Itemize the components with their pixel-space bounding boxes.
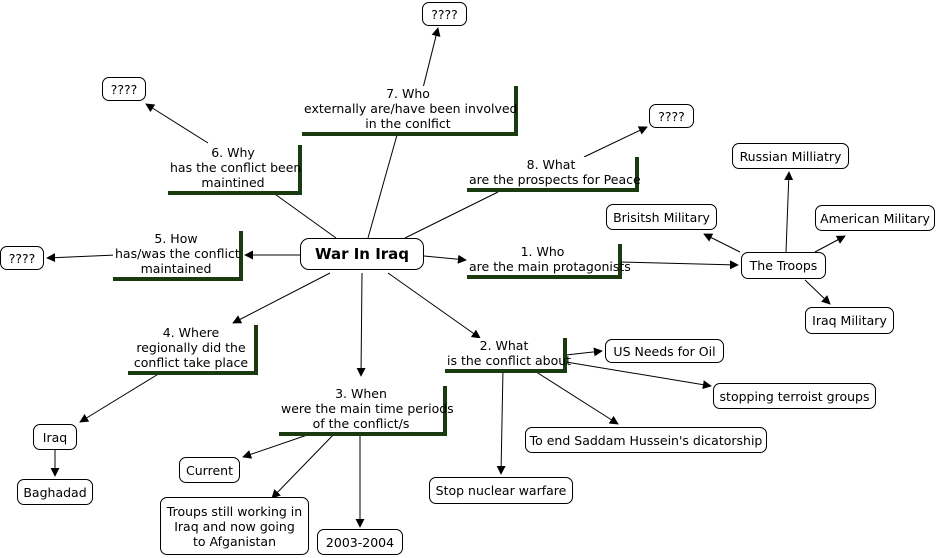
link-troops-iraqmil [804,279,831,305]
q6-line-1: 6. Why [211,145,255,160]
q2-line-2: is the conflict about [447,353,572,368]
troops-working-line-2: Iraq and now going [174,518,295,534]
stopping-terrorist-node[interactable]: stopping terroist groups [713,383,876,409]
iraq-military-node[interactable]: Iraq Military [805,307,894,334]
q2-line-1: 2. What [479,338,529,353]
q7-line-3: in the conlfict [365,116,451,131]
link-q2-oil [565,347,603,357]
question-2-node[interactable]: 2. What is the conflict about [445,338,572,373]
q1-line-1: 1. Who [520,244,565,259]
link-root-q6 [271,191,337,239]
q3-line-2: were the main time periods [281,401,454,416]
troops-working-line-3: to Afganistan [192,533,276,549]
link-q8-answer [583,126,648,158]
q4-line-2: regionally did the [136,340,246,355]
link-root-q4 [232,272,331,324]
link-q6-answer [145,103,209,144]
q5-answer-node[interactable]: ???? [0,246,44,270]
iraq-node[interactable]: Iraq [33,424,77,450]
end-saddam-node[interactable]: To end Saddam Hussein's dicatorship [525,427,767,453]
troops-working-line-1: Troups still working in [166,503,303,519]
q6-answer-node[interactable]: ???? [102,77,146,101]
q1-line-2: are the main protagonists [469,259,631,274]
root-node[interactable]: War In Iraq [300,238,424,270]
q3-line-3: of the conflict/s [312,416,410,431]
link-q4-iraq [79,372,161,423]
us-needs-oil-node[interactable]: US Needs for Oil [605,339,724,363]
link-root-q8 [404,191,499,239]
q4-line-3: conflict take place [133,355,249,370]
q8-answer-node[interactable]: ???? [649,104,694,128]
russian-military-node[interactable]: Russian Milliatry [732,143,849,169]
q7-answer-node[interactable]: ???? [422,2,467,26]
question-7-node[interactable]: 7. Who externally are/have been involved… [302,86,518,136]
q5-line-1: 5. How [154,231,198,246]
link-q5-answer [46,253,117,263]
troops-working-node[interactable]: Troups still working in Iraq and now goi… [160,497,309,555]
q5-line-2: has/was the conflict [115,246,240,261]
link-root-q1 [423,254,467,264]
link-root-q7 [367,134,398,239]
link-q7-answer [422,27,441,89]
stop-nuclear-node[interactable]: Stop nuclear warfare [429,477,573,504]
the-troops-node[interactable]: The Troops [741,252,826,279]
q6-line-3: maintined [201,175,265,190]
link-q1-troops [619,260,739,270]
q8-line-2: are the prospects for Peace [469,172,641,187]
question-8-node[interactable]: 8. What are the prospects for Peace [467,157,641,192]
link-root-q3 [356,272,366,377]
q7-line-2: externally are/have been involved [304,101,518,116]
q3-line-1: 3. When [335,386,387,401]
american-military-node[interactable]: American Military [815,205,935,231]
q6-line-2: has the conflict been [170,160,302,175]
link-q2-saddam [529,367,619,425]
question-6-node[interactable]: 6. Why has the conflict been maintined [168,145,302,195]
link-root-q2 [387,272,481,339]
link-troops-american [814,235,846,253]
link-q2-nuclear [496,367,506,475]
q8-line-1: 8. What [526,157,576,172]
link-q3-current [242,431,317,459]
question-3-node[interactable]: 3. When were the main time periods of th… [279,386,454,436]
current-node[interactable]: Current [179,457,240,483]
question-4-node[interactable]: 4. Where regionally did the conflict tak… [128,325,258,375]
link-troops-british [703,233,741,253]
year-range-node[interactable]: 2003-2004 [317,529,403,555]
link-q3-troops [271,431,337,499]
baghdad-node[interactable]: Baghadad [17,479,93,505]
question-5-node[interactable]: 5. How has/was the conflict maintained [113,231,243,281]
link-troops-russian [784,171,794,253]
q4-line-1: 4. Where [162,325,220,340]
british-military-node[interactable]: Brisitsh Military [606,204,717,230]
q7-line-1: 7. Who [386,86,430,101]
link-q2-terrorist [565,361,712,390]
q5-line-3: maintained [140,261,212,276]
question-1-node[interactable]: 1. Who are the main protagonists [467,244,631,279]
